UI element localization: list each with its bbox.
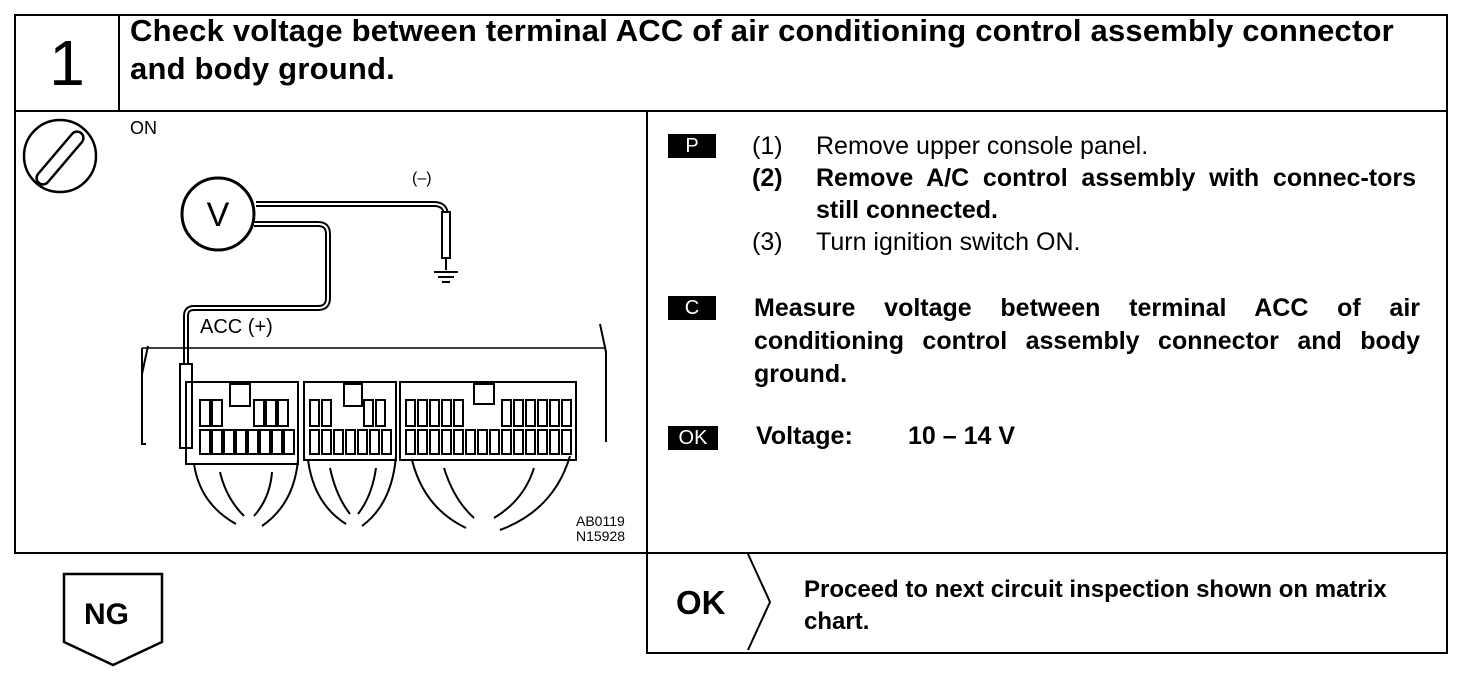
ok-badge: OK [668, 426, 718, 450]
column-divider [646, 110, 648, 552]
step-body [14, 110, 1448, 554]
ignition-on-label: ON [130, 118, 157, 138]
step-index: (1) [752, 132, 783, 160]
chevron-right-icon [747, 553, 772, 651]
figure-code-2: N15928 [576, 528, 626, 544]
prepare-step: (3) Turn ignition switch ON. [752, 226, 1432, 258]
step-text: Turn ignition switch ON. [816, 228, 1081, 256]
wire-harness [193, 455, 571, 531]
spec-label: Voltage: [756, 422, 853, 450]
step-index: (2) [752, 164, 783, 192]
prepare-step: (2) Remove A/C control assembly with con… [752, 162, 1432, 226]
ng-arrow-box [62, 572, 164, 667]
figure-code: AB0119 N15928 [576, 514, 625, 544]
wiring-diagram: V [14, 112, 646, 552]
check-instruction: Measure voltage between terminal ACC of … [754, 294, 1420, 388]
step-number: 1 [16, 16, 120, 110]
voltmeter-icon: V [180, 176, 256, 252]
step-header: 1 [14, 14, 1448, 112]
step-text: Remove upper console panel. [816, 132, 1149, 160]
connector-block [185, 381, 577, 465]
ng-result-label: NG [84, 598, 129, 631]
ok-result-text: Proceed to next circuit inspection shown… [804, 576, 1387, 635]
ground-icon [434, 271, 458, 283]
ok-result-label: OK [676, 584, 726, 621]
prepare-step: (1) Remove upper console panel. [752, 130, 1432, 162]
check-badge: C [668, 296, 716, 320]
step-title: Check voltage between terminal ACC of ai… [130, 13, 1394, 86]
step-index: (3) [752, 228, 783, 256]
meter-symbol: V [207, 196, 230, 234]
figure-code-1: AB0119 [576, 513, 625, 529]
spec-value: 10 – 14 V [908, 422, 1016, 450]
ok-result-box [646, 552, 1448, 654]
diagram-illustration: V [22, 118, 607, 531]
prepare-badge: P [668, 134, 716, 158]
ignition-switch-icon [22, 118, 98, 194]
step-text: Remove A/C control assembly with connec-… [816, 164, 1416, 224]
negative-probe-label: (–) [412, 170, 432, 187]
positive-terminal-label: ACC (+) [200, 316, 273, 338]
